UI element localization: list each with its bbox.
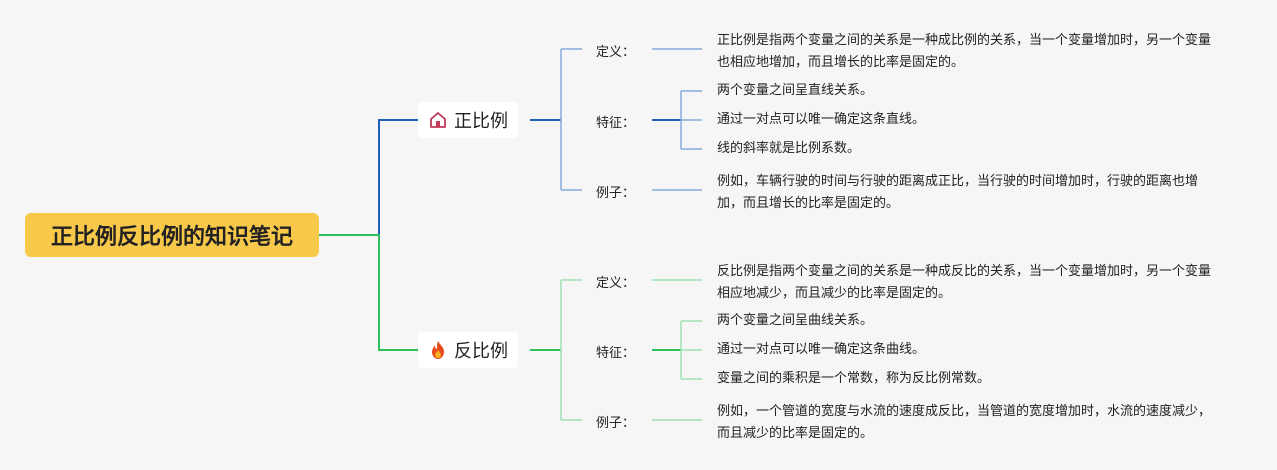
features-label: 特征：: [596, 116, 636, 131]
features-label: 特征：: [596, 346, 636, 361]
example-label: 例子：: [596, 186, 636, 201]
branch-title: 正比例: [454, 111, 508, 132]
example-label: 例子：: [596, 416, 636, 431]
branch-2-feature-links: [681, 320, 702, 380]
example-text: 例如，车辆行驶的时间与行驶的距离成正比，当行驶的时间增加时，行驶的距离也增加，而…: [717, 174, 1199, 211]
branch-title: 反比例: [454, 341, 508, 362]
fire-icon: [428, 340, 448, 360]
feature-item: 两个变量之间呈直线关系。: [717, 83, 874, 98]
root-to-branch-2-link: [319, 234, 418, 351]
root-to-branch-1-link: [319, 119, 418, 236]
house-icon: [428, 110, 448, 130]
root-title: 正比例反比例的知识笔记: [50, 225, 293, 250]
feature-item: 通过一对点可以唯一确定这条曲线。: [717, 342, 926, 357]
root-node[interactable]: 正比例反比例的知识笔记: [25, 213, 319, 257]
definition-label: 定义：: [596, 276, 636, 291]
branch-node-direct-proportion[interactable]: 正比例: [418, 102, 518, 138]
definition-label: 定义：: [596, 45, 636, 60]
definition-text: 正比例是指两个变量之间的关系是一种成比例的关系，当一个变量增加时，另一个变量也相…: [717, 33, 1212, 70]
feature-item: 变量之间的乘积是一个常数，称为反比例常数。: [717, 371, 991, 386]
branch-node-inverse-proportion[interactable]: 反比例: [418, 332, 518, 368]
example-text: 例如，一个管道的宽度与水流的速度成反比，当管道的宽度增加时，水流的速度减少，而且…: [717, 404, 1212, 441]
feature-item: 通过一对点可以唯一确定这条直线。: [717, 112, 926, 127]
feature-item: 线的斜率就是比例系数。: [717, 141, 861, 156]
feature-item: 两个变量之间呈曲线关系。: [717, 313, 874, 328]
definition-text: 反比例是指两个变量之间的关系是一种成反比的关系，当一个变量增加时，另一个变量相应…: [717, 264, 1212, 301]
branch-1-feature-links: [681, 90, 702, 150]
